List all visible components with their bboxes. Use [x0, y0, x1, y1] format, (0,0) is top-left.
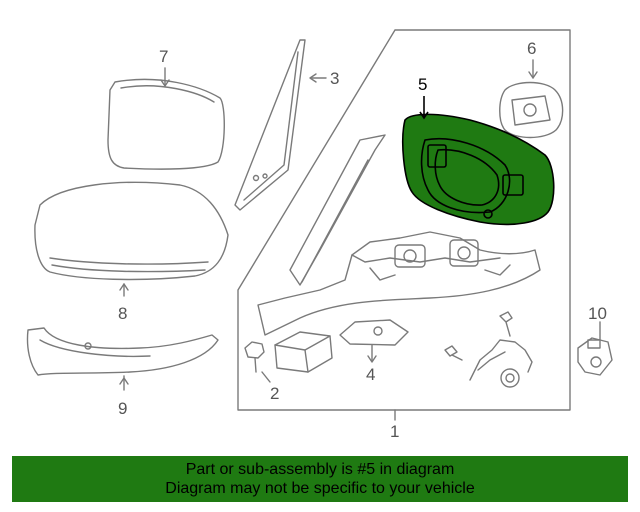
part-7-mirror-glass	[107, 78, 225, 170]
screw-1	[499, 311, 513, 337]
callout-3: 3	[330, 69, 340, 88]
info-banner: Part or sub-assembly is #5 in diagram Di…	[12, 456, 628, 502]
part-6-motor	[499, 81, 564, 139]
callout-7: 7	[159, 47, 169, 66]
foam-block	[274, 331, 333, 373]
callout-2: 2	[270, 384, 280, 403]
screw-2	[444, 345, 463, 361]
leader-2	[261, 371, 271, 383]
part-3-glass-triangle	[234, 39, 306, 211]
callout-10: 10	[588, 304, 607, 323]
mirror-arm	[289, 134, 386, 286]
callout-6: 6	[527, 39, 537, 58]
callout-4: 4	[366, 365, 376, 384]
parts-diagram	[26, 29, 613, 421]
callout-5: 5	[418, 75, 428, 94]
part-2-clip	[244, 341, 265, 359]
callout-8: 8	[118, 304, 128, 323]
banner-line-2: Diagram may not be specific to your vehi…	[165, 480, 475, 497]
part-5-backing-plate-highlighted	[402, 113, 555, 226]
part-10-connector	[577, 337, 613, 376]
part-8-mirror-cap	[34, 181, 229, 281]
part-9-turn-signal	[26, 327, 219, 376]
assembly-frame	[237, 29, 571, 411]
callout-1: 1	[390, 422, 400, 441]
part-4-plate	[339, 319, 409, 346]
callout-9: 9	[118, 399, 128, 418]
banner-line-1: Part or sub-assembly is #5 in diagram	[185, 461, 455, 478]
wire-harness	[469, 339, 533, 381]
